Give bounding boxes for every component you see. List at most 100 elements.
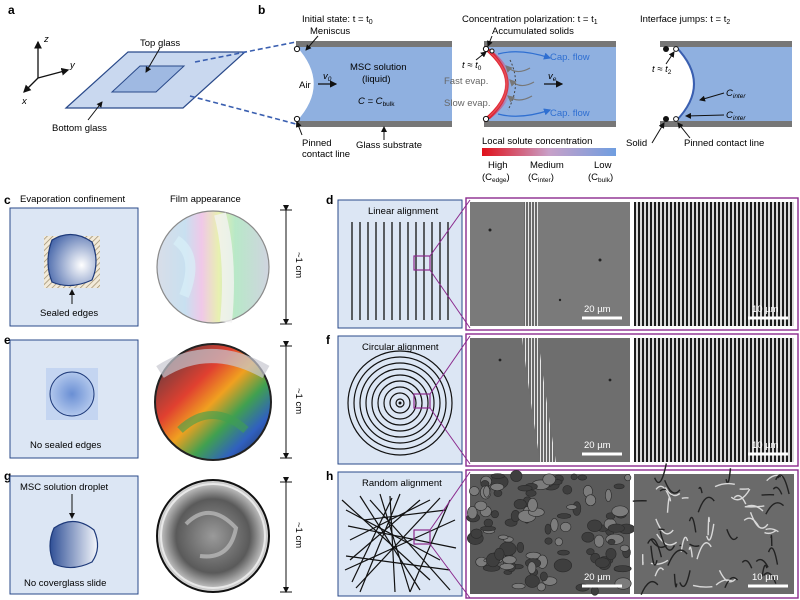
swirl bbox=[741, 559, 753, 569]
grain bbox=[490, 510, 499, 519]
grain bbox=[613, 565, 632, 573]
grain bbox=[587, 519, 603, 532]
panel-label-d: d bbox=[326, 193, 333, 207]
contact-line-label: contact line bbox=[302, 149, 350, 160]
swirl bbox=[654, 567, 665, 577]
random-line bbox=[409, 499, 451, 593]
axis-z-label: z bbox=[43, 34, 49, 45]
panel-label-e: e bbox=[4, 333, 11, 347]
micrograph-d2: 10 µm bbox=[634, 202, 794, 326]
grain bbox=[594, 534, 605, 548]
swirl-texture bbox=[632, 463, 790, 595]
alignment-ring bbox=[377, 380, 423, 426]
air-label: Air bbox=[299, 80, 311, 91]
pinned-contact-line-label: Pinned contact line bbox=[684, 138, 764, 149]
swirl bbox=[726, 529, 739, 541]
concentration-polarization-title: Concentration polarization: t = t1 bbox=[462, 14, 598, 26]
swirl bbox=[664, 487, 681, 497]
micrograph-frame-f bbox=[465, 333, 799, 467]
svg-text:10 µm: 10 µm bbox=[752, 440, 779, 451]
micrograph-f1: 20 µm bbox=[470, 338, 630, 462]
evaporation-confinement-title: Evaporation confinement bbox=[20, 194, 125, 205]
grain bbox=[590, 586, 599, 596]
alignment-ring bbox=[383, 386, 417, 420]
swirl bbox=[749, 511, 769, 529]
swirl bbox=[775, 474, 790, 495]
panel-label-b: b bbox=[258, 3, 265, 17]
grain bbox=[556, 513, 572, 519]
random-line bbox=[347, 525, 457, 549]
micrograph-frame-h bbox=[465, 469, 799, 599]
film-photo-g bbox=[156, 476, 270, 596]
low-sub-label: (Cbulk) bbox=[588, 172, 613, 184]
swirl bbox=[666, 496, 672, 513]
swirl bbox=[725, 468, 732, 484]
v0-label: v0 bbox=[323, 71, 332, 83]
channel-interface-jumps bbox=[660, 41, 792, 127]
alignment-box-f bbox=[337, 335, 463, 465]
micrograph-d1: 20 µm bbox=[470, 202, 630, 326]
swirl bbox=[658, 528, 665, 531]
swirl bbox=[706, 523, 715, 541]
grainy-texture bbox=[466, 470, 636, 596]
micrograph-frame-d bbox=[465, 197, 799, 331]
swirl bbox=[715, 579, 733, 586]
cap-flow-bottom-label: Cap. flow bbox=[550, 108, 590, 119]
grain bbox=[560, 521, 572, 532]
grain bbox=[594, 557, 610, 568]
grain bbox=[586, 548, 595, 556]
grain bbox=[469, 486, 480, 496]
swirl bbox=[696, 542, 712, 560]
swirl bbox=[689, 543, 700, 547]
high-sub-label: (Cedge) bbox=[482, 172, 510, 184]
droplet-c bbox=[47, 233, 97, 287]
grain bbox=[544, 537, 553, 545]
swirl bbox=[697, 496, 715, 513]
swirl bbox=[681, 497, 689, 500]
scale-bar-e: ~1 cm bbox=[280, 341, 304, 459]
swirl bbox=[763, 572, 777, 584]
micrograph-f2: 10 µm bbox=[634, 338, 794, 462]
grain bbox=[613, 483, 625, 490]
linear-lines bbox=[351, 222, 449, 320]
random-line bbox=[363, 509, 447, 521]
grain bbox=[544, 523, 552, 535]
swirl bbox=[770, 534, 773, 546]
swirl bbox=[765, 502, 785, 515]
circular-rings bbox=[347, 350, 453, 456]
random-line bbox=[389, 495, 396, 593]
no-sealed-edges-label: No sealed edges bbox=[30, 440, 102, 451]
no-coverglass-label: No coverglass slide bbox=[24, 578, 106, 589]
sealed-edges-label: Sealed edges bbox=[40, 308, 98, 319]
random-alignment-title: Random alignment bbox=[362, 478, 442, 489]
slow-evap-label: Slow evap. bbox=[444, 98, 490, 109]
grain bbox=[577, 474, 588, 481]
grain bbox=[513, 499, 527, 510]
alignment-ring bbox=[365, 368, 435, 438]
cap-flow-top-label: Cap. flow bbox=[550, 52, 590, 63]
grain bbox=[542, 473, 556, 486]
grain bbox=[510, 470, 523, 482]
micrograph-h2: 10 µm bbox=[632, 463, 794, 595]
high-label: High bbox=[488, 160, 508, 171]
panel-label-h: h bbox=[326, 469, 333, 483]
grain bbox=[517, 484, 533, 492]
grain bbox=[562, 485, 573, 495]
swirl bbox=[688, 546, 693, 558]
panel-label-g: g bbox=[4, 469, 11, 483]
grain bbox=[527, 561, 537, 575]
interface-jumps-title: Interface jumps: t = t2 bbox=[640, 14, 730, 26]
swirl bbox=[688, 516, 697, 533]
grain bbox=[581, 531, 595, 543]
swirl bbox=[655, 485, 671, 499]
swirl bbox=[730, 488, 751, 501]
c-inter-label-1: Cinter bbox=[726, 88, 746, 100]
swirl bbox=[679, 570, 691, 588]
grain bbox=[524, 574, 540, 588]
swirl bbox=[772, 486, 783, 495]
glass-substrate-label: Glass substrate bbox=[356, 140, 422, 151]
concentration-bulk-label: C = Cbulk bbox=[358, 96, 395, 108]
scale-bar-c: ~1 cm bbox=[280, 205, 304, 325]
alignment-ring bbox=[389, 392, 411, 414]
